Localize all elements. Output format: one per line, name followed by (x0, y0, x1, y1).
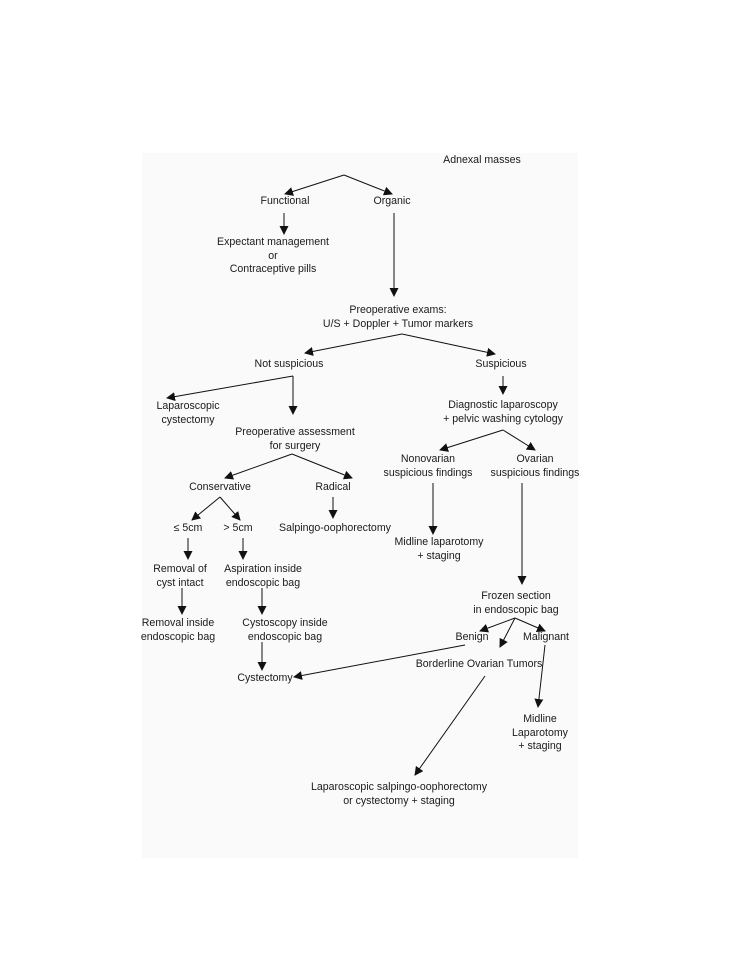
node-organic: Organic (373, 195, 411, 207)
node-conservative: Conservative (189, 481, 251, 493)
node-laparoscopic-cystectomy: Laparoscopic cystectomy (156, 400, 220, 426)
node-cystectomy: Cystectomy (237, 672, 293, 684)
node-nonovarian-findings: Nonovarian suspicious findings (383, 453, 473, 479)
node-midline-laparotomy: Midline Laparotomy + staging (512, 713, 568, 752)
edge-branch-to-functional (284, 174, 345, 196)
edge-diag-lap-to-nonovarian (439, 429, 504, 452)
flowchart-background (142, 153, 578, 858)
edge-frozen-to-borderline (499, 617, 516, 648)
edge-branch-to-organic (343, 174, 393, 196)
edge-exams-to-suspicious (401, 333, 496, 357)
edge-borderline-to-lap-salpingo (414, 675, 486, 776)
node-laparoscopic-salpingo-oophorectomy: Laparoscopic salpingo-oophorectomy or cy… (310, 781, 488, 807)
edge-diag-lap-to-ovarian (502, 429, 536, 451)
node-benign: Benign (455, 631, 489, 643)
edge-conservative-to-le5 (191, 496, 221, 521)
edge-benign-to-cystectomy (293, 644, 466, 680)
node-gt-5cm: > 5cm (223, 522, 253, 534)
edge-frozen-to-malignant (514, 617, 546, 632)
node-preoperative-assessment: Preoperative assessment for surgery (235, 426, 355, 452)
node-frozen-section: Frozen section in endoscopic bag (473, 590, 559, 616)
edge-malignant-to-midline-laparotomy (534, 644, 546, 708)
node-midline-laparotomy-staging: Midline laparotomy + staging (394, 536, 484, 562)
node-le-5cm: ≤ 5cm (173, 522, 203, 534)
node-radical: Radical (315, 481, 351, 493)
node-cystoscopy-inside-bag: Cystoscopy inside endoscopic bag (242, 617, 328, 643)
node-ovarian-findings: Ovarian suspicious findings (490, 453, 580, 479)
edge-not-suspicious-to-lap-cystectomy (166, 375, 294, 402)
node-adnexal-masses: Adnexal masses (443, 154, 521, 166)
edge-assessment-to-radical (291, 453, 353, 480)
node-borderline-ovarian-tumors: Borderline Ovarian Tumors (415, 658, 543, 670)
node-suspicious: Suspicious (475, 358, 527, 370)
node-functional: Functional (260, 195, 310, 207)
edge-conservative-to-gt5 (219, 496, 241, 521)
node-salpingo-oophorectomy: Salpingo-oophorectomy (279, 522, 391, 534)
edge-exams-to-not-suspicious (304, 333, 403, 356)
edge-assessment-to-conservative (224, 453, 293, 480)
node-removal-of-cyst-intact: Removal of cyst intact (153, 563, 207, 589)
node-aspiration-inside-bag: Aspiration inside endoscopic bag (224, 563, 302, 589)
node-removal-inside-bag: Removal inside endoscopic bag (140, 617, 216, 643)
node-preoperative-exams: Preoperative exams: U/S + Doppler + Tumo… (322, 304, 474, 330)
node-malignant: Malignant (523, 631, 569, 643)
node-not-suspicious: Not suspicious (254, 358, 324, 370)
node-diagnostic-laparoscopy: Diagnostic laparoscopy + pelvic washing … (443, 399, 563, 425)
edge-frozen-to-benign (479, 617, 516, 633)
node-expectant-management: Expectant management or Contraceptive pi… (217, 236, 329, 275)
